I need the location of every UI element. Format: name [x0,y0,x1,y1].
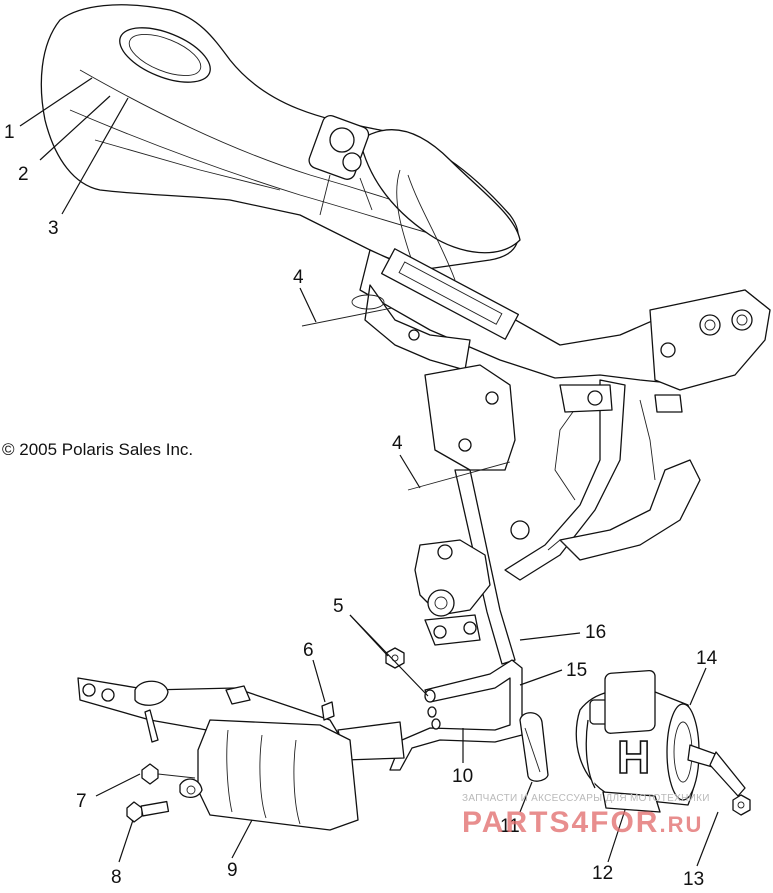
battery-canister: H [575,669,746,806]
callout-5: 5 [333,596,344,617]
callout-numbers: 1 2 3 4 4 5 6 7 8 9 10 11 12 13 14 15 16 [4,122,718,890]
strap-11 [519,712,549,782]
bracket-12 [602,791,661,813]
callout-10: 10 [452,766,473,787]
callout-7: 7 [76,791,87,812]
watermark-tagline: ЗАПЧАСТИ И АКСЕССУАРЫ ДЛЯ МОТОТЕХНИКИ [462,793,710,804]
bolt-6 [321,701,335,721]
badge-letter: H [617,731,650,783]
muffler-shield [179,719,359,831]
callout-14: 14 [696,648,718,669]
callout-8: 8 [111,867,122,888]
callout-13: 13 [683,869,704,888]
callout-2: 2 [18,164,29,185]
cable-tie-lower [407,461,511,491]
engine-mount-bracket [414,520,530,646]
callout-4b: 4 [392,433,403,454]
watermark-brand: PARTS4FOR.RU [462,806,703,840]
frame-assembly [40,4,771,665]
callout-11: 11 [500,816,520,837]
handlebar-clamp [308,115,373,216]
front-tube-assembly [389,659,523,771]
nut-13 [732,794,751,816]
bolt-8 [126,800,170,823]
callout-9: 9 [227,860,238,881]
callout-4a: 4 [293,267,304,288]
callout-16: 16 [585,622,606,643]
callout-6: 6 [303,640,314,661]
callout-12: 12 [592,863,613,884]
watermark-brand-suffix: .RU [659,812,704,837]
callout-1: 1 [4,122,15,143]
nut-5 [385,647,405,669]
bolt-7 [141,763,196,785]
leader-lines [19,77,719,867]
callout-3: 3 [48,218,59,239]
cable-tie-upper [301,294,393,327]
watermark-brand-name: PARTS4FOR [462,806,660,839]
callout-15: 15 [566,660,587,681]
copyright-notice: © 2005 Polaris Sales Inc. [2,440,194,459]
